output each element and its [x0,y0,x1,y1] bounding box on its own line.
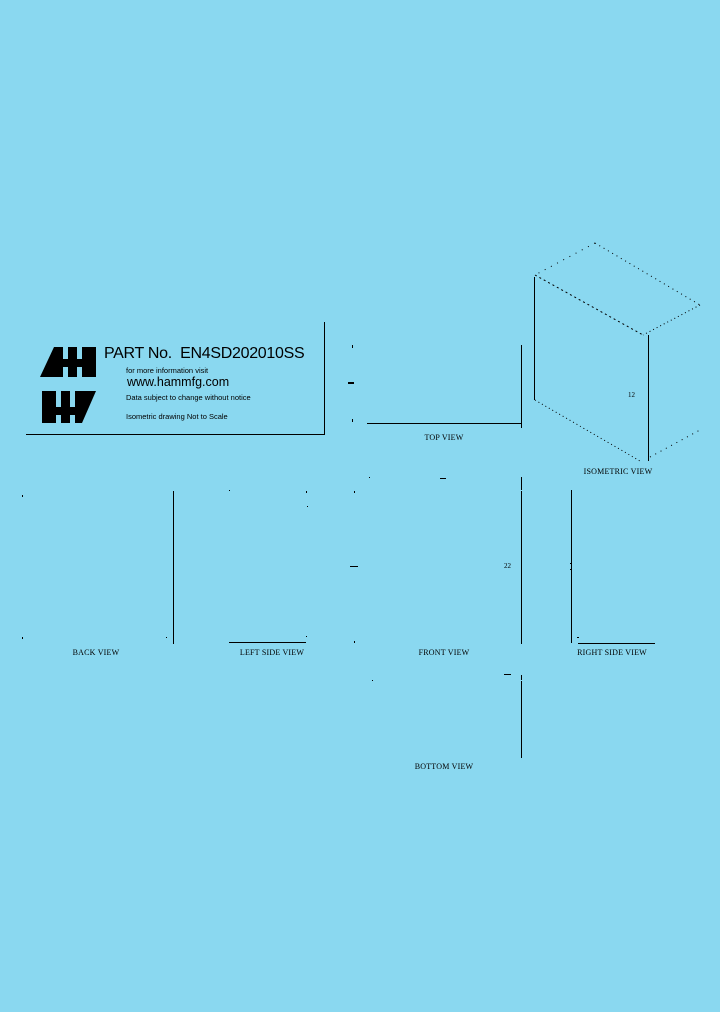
left-side-bottom-edge [229,642,306,643]
left-side-mark [306,636,307,637]
part-no-label: PART No. [104,345,172,362]
bottom-view-right-edge [521,681,522,758]
title-block-right-border [324,322,325,435]
front-view-mark [440,478,446,479]
left-side-view-label: LEFT SIDE VIEW [239,648,305,657]
bottom-view-right-edge-top [521,675,522,680]
back-view-corner-mark [22,637,23,639]
left-side-mark [307,506,308,507]
top-view-bottom-edge [367,423,522,424]
front-view-label: FRONT VIEW [418,648,470,657]
front-view-mark [354,491,355,493]
back-view-label: BACK VIEW [72,648,120,657]
title-block-bottom-border [26,434,325,435]
hmw-logo-icon [40,347,96,423]
top-view-mark [352,345,353,348]
front-view-right-edge [521,491,522,644]
front-view-mark [354,641,355,643]
top-view-label: TOP VIEW [424,433,464,442]
right-side-mark [577,637,579,638]
back-view-corner-mark [22,495,23,497]
website-link[interactable]: www.hammfg.com [127,375,230,389]
top-view-right-edge [521,345,522,428]
isometric-box-drawing [534,242,701,462]
isometric-view-label: ISOMETRIC VIEW [583,467,653,476]
back-view-corner-mark [166,637,167,638]
right-side-bottom-edge [578,643,655,644]
part-number-line: PART No. EN4SD202010SS [104,345,305,363]
bottom-view-label: BOTTOM VIEW [414,762,474,771]
left-side-mark [229,490,230,491]
front-view-dim-mark [350,566,358,567]
info-text: for more information visit [126,366,209,375]
right-side-left-edge [571,490,572,643]
right-side-tick [570,563,571,564]
part-number: EN4SD202010SS [180,345,305,362]
right-side-view-label: RIGHT SIDE VIEW [577,648,647,657]
disclaimer-text: Data subject to change without notice [126,393,251,402]
left-side-mark [306,491,307,493]
front-view-dimension: 22 [504,562,511,570]
back-view-right-edge [173,491,174,644]
front-view-right-edge-top [521,477,522,490]
top-view-mark [352,419,353,422]
right-side-tick [570,569,571,570]
bottom-view-mark [372,680,373,681]
scale-note: Isometric drawing Not to Scale [126,412,228,421]
front-view-mark [369,477,370,478]
bottom-view-dim-mark [504,674,511,675]
top-view-dim-mark [348,382,354,384]
isometric-dimension: 12 [628,391,635,399]
